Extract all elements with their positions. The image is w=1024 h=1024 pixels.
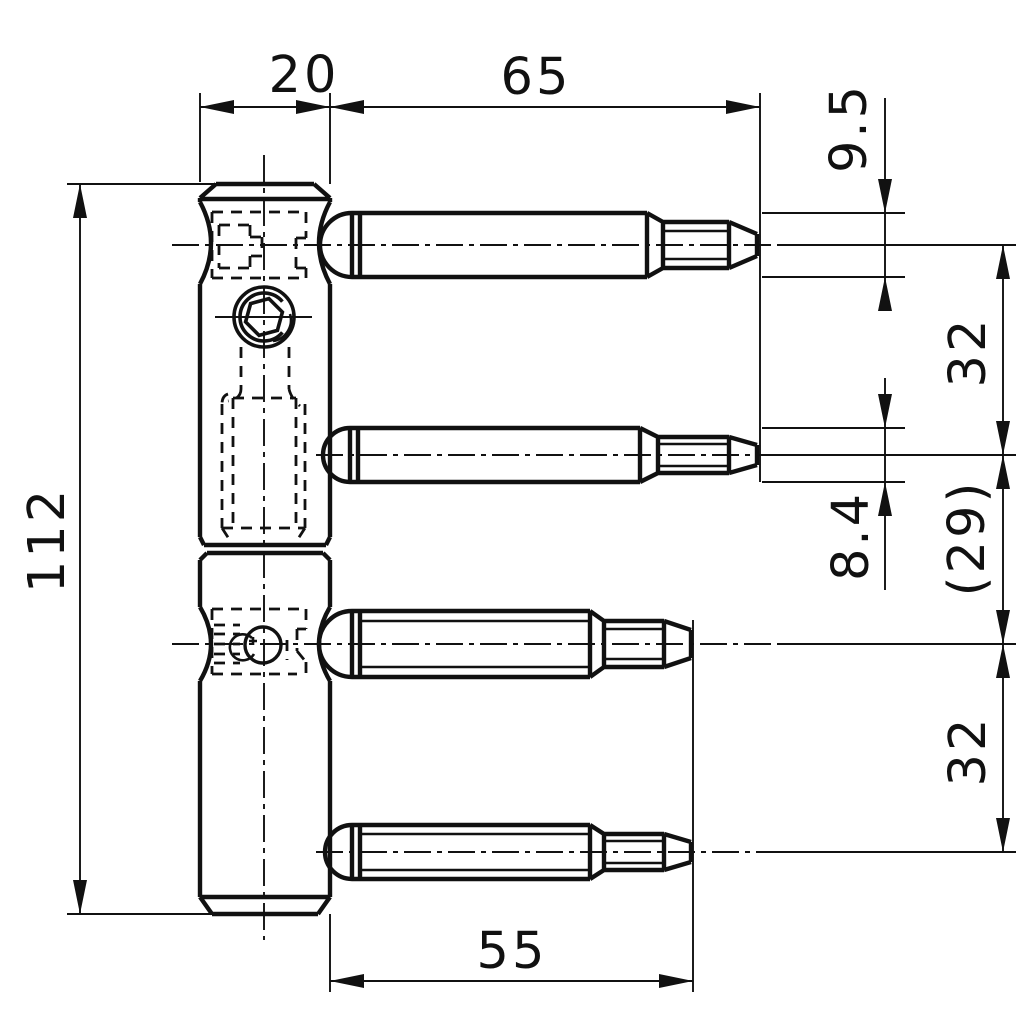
dim-label-body-height: 112 — [18, 487, 77, 593]
dim-label-pin-pitch-upper: 32 — [939, 317, 998, 388]
dimension-labels: 20 65 9.5 32 8.4 (29) 32 112 55 — [18, 46, 998, 981]
body-lower-part — [197, 550, 333, 917]
dimension-extension-lines — [67, 93, 905, 992]
centerline-extensions — [780, 244, 1016, 853]
dim-label-body-width: 20 — [269, 46, 340, 105]
dim-label-pin-length-upper: 65 — [501, 48, 572, 107]
dim-label-middle-gap: (29) — [938, 480, 997, 597]
dim-label-pin-length-lower: 55 — [477, 922, 548, 981]
pilot-hole-inner-arc — [228, 633, 256, 662]
pin3-inner-lines — [360, 619, 664, 669]
hidden-lower-mortise — [210, 607, 308, 676]
pilot-hole-outer-circle — [243, 625, 283, 665]
dim-label-pin-pitch-lower: 32 — [939, 716, 998, 787]
hex-socket — [243, 296, 285, 338]
hidden-upper-mortise — [210, 210, 308, 280]
pin4-inner-lines — [360, 832, 664, 872]
extension-lines — [67, 93, 905, 992]
dim-label-pin-diameter-mid: 8.4 — [822, 491, 881, 581]
dim-label-top-offset: 9.5 — [820, 83, 879, 173]
hidden-lines — [210, 210, 308, 676]
body-upper-part — [197, 181, 333, 548]
centerlines — [172, 155, 1016, 940]
pin2-inner-lines — [658, 442, 729, 468]
centerlines-pins — [172, 244, 780, 853]
pin1-inner-lines — [663, 229, 729, 261]
